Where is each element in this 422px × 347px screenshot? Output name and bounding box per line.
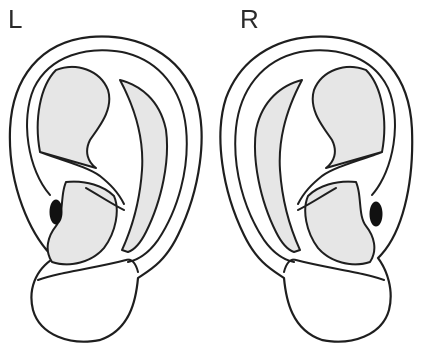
right-tragus-mark	[370, 202, 382, 226]
left-tragus-mark	[50, 200, 62, 224]
right-ear-label: R	[240, 6, 259, 32]
right-ear	[220, 37, 412, 342]
left-ear-label: L	[8, 6, 22, 32]
left-ear	[10, 37, 202, 342]
